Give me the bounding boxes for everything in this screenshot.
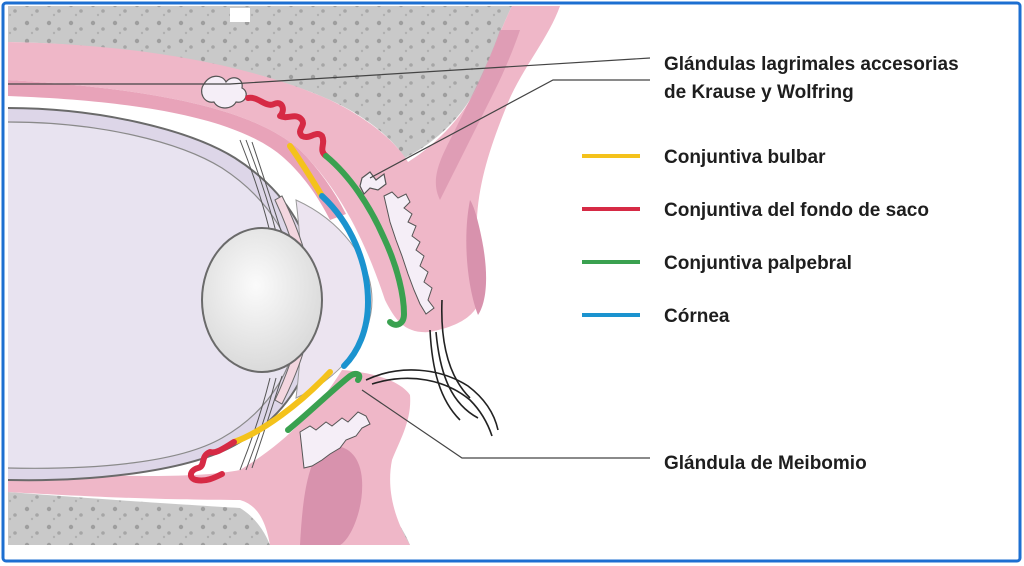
legend-label-bulbar: Conjuntiva bulbar [664, 147, 826, 168]
legend-label-fondo-de-saco: Conjuntiva del fondo de saco [664, 200, 929, 221]
label-accessory-glands-line2: de Krause y Wolfring [664, 82, 854, 103]
white-marker [230, 8, 250, 22]
legend-label-cornea: Córnea [664, 306, 730, 327]
legend: Conjuntiva bulbar Conjuntiva del fondo d… [582, 147, 929, 327]
lens [202, 228, 322, 372]
legend-item-bulbar: Conjuntiva bulbar [582, 147, 826, 168]
legend-item-palpebral: Conjuntiva palpebral [582, 253, 852, 274]
legend-label-palpebral: Conjuntiva palpebral [664, 253, 852, 274]
label-accessory-glands-line1: Glándulas lagrimales accesorias [664, 54, 959, 75]
label-meibomian-gland: Glándula de Meibomio [664, 453, 867, 474]
legend-item-cornea: Córnea [582, 306, 730, 327]
legend-item-fondo-de-saco: Conjuntiva del fondo de saco [582, 200, 929, 221]
